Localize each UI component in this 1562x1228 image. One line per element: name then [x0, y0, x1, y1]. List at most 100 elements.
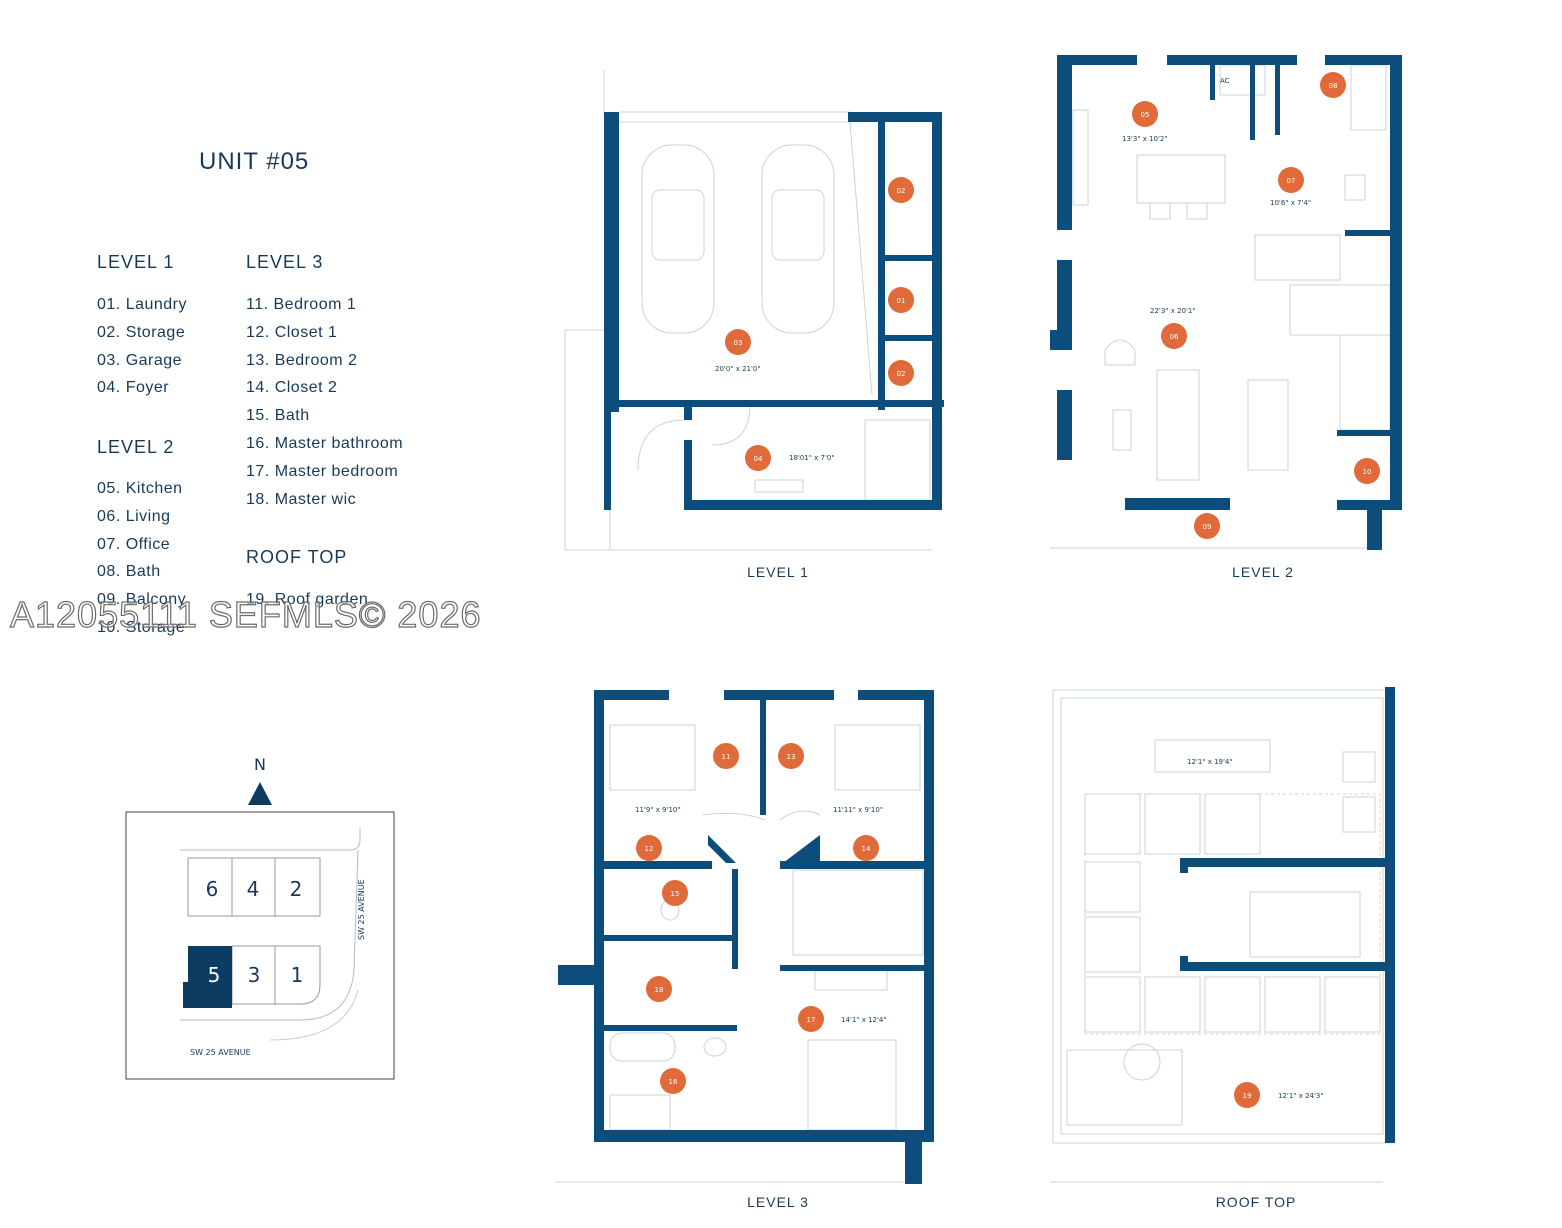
room-marker-label: 04 [754, 455, 763, 463]
site-plan: N 6 4 2 5 3 1 SW 25 AVENUE SW 25 AVENUE [125, 755, 395, 1080]
room-marker-label: 07 [1287, 177, 1296, 185]
level1-label: LEVEL 1 [747, 564, 809, 580]
legend-item: 12. Closet 1 [246, 323, 338, 341]
room-dimension: 10'6" x 7'4" [1270, 199, 1311, 207]
legend-item: 06. Living [97, 507, 171, 525]
legend-item: 03. Garage [97, 351, 183, 369]
room-marker-label: 05 [1141, 111, 1150, 119]
legend-level3-heading: LEVEL 3 [246, 252, 324, 272]
room-marker [1278, 167, 1304, 193]
legend-roof-list: 19. Roof garden [246, 589, 368, 617]
legend-item: 19. Roof garden [246, 591, 369, 608]
room-marker-label: 18 [655, 986, 664, 994]
site-unit-label: 2 [290, 877, 303, 901]
site-unit-6 [187, 857, 233, 917]
site-unit-label: 1 [291, 963, 304, 987]
legend-level2-heading: LEVEL 2 [97, 437, 175, 457]
street-label-south: SW 25 AVENUE [190, 1048, 251, 1057]
room-marker-label: 03 [734, 339, 743, 347]
legend-item: 01. Laundry [97, 296, 188, 313]
site-unit-label: 3 [248, 963, 261, 987]
room-marker-label: 14 [862, 845, 871, 853]
room-marker [853, 835, 879, 861]
level2-label: LEVEL 2 [1232, 564, 1294, 580]
room-marker [713, 743, 739, 769]
room-marker [636, 835, 662, 861]
room-marker-label: 02 [897, 370, 906, 378]
north-arrow-icon [248, 782, 272, 805]
room-marker [1194, 513, 1220, 539]
site-unit-5-highlight [188, 946, 232, 1008]
site-unit-label: 6 [206, 877, 219, 901]
room-marker [745, 445, 771, 471]
site-unit-4 [231, 857, 276, 917]
room-marker-label: 17 [807, 1016, 816, 1024]
room-marker-label: 06 [1170, 333, 1179, 341]
room-dimension: 22'3" x 20'1" [1150, 307, 1196, 315]
room-marker-label: 10 [1363, 468, 1372, 476]
unit-title: UNIT #05 [199, 148, 310, 175]
level3-label: LEVEL 3 [747, 1194, 809, 1210]
site-unit-1 [274, 945, 321, 1005]
room-marker-label: 12 [645, 845, 654, 853]
legend-item: 09. Balcony [97, 591, 187, 609]
legend-item: 11. Bedroom 1 [246, 296, 357, 313]
room-dimension: 14'1" x 12'4" [841, 1016, 887, 1024]
room-marker-label: 19 [1243, 1092, 1252, 1100]
legend-item: 17. Master bedroom [246, 462, 399, 480]
room-dimension: 11'11" x 9'10" [833, 806, 883, 814]
mls-watermark: A12055111 SEFMLS© 2026 [9, 593, 482, 635]
street-label-east: SW 25 AVENUE [357, 879, 366, 940]
room-marker-label: 16 [669, 1078, 678, 1086]
legend-level1-list: 01. Laundry 02. Storage 03. Garage 04. F… [97, 294, 187, 405]
room-marker [660, 1068, 686, 1094]
room-dimension: 11'9" x 9'10" [635, 806, 681, 814]
room-dimension: 13'3" x 10'2" [1122, 135, 1168, 143]
site-unit-2 [274, 857, 321, 917]
room-marker-label: 11 [722, 753, 731, 761]
room-marker [662, 880, 688, 906]
room-marker [1354, 458, 1380, 484]
legend-item: 08. Bath [97, 563, 161, 581]
room-marker [798, 1006, 824, 1032]
room-dimension: 12'1" x 24'3" [1278, 1092, 1324, 1100]
room-marker-label: 02 [897, 187, 906, 195]
legend-level3-list: 11. Bedroom 1 12. Closet 1 13. Bedroom 2… [246, 294, 403, 516]
room-marker [888, 287, 914, 313]
legend-item: 15. Bath [246, 407, 310, 425]
room-marker [1132, 101, 1158, 127]
room-marker-label: 09 [1203, 523, 1212, 531]
legend-item: 18. Master wic [246, 490, 357, 508]
room-marker [1161, 323, 1187, 349]
room-marker [1234, 1082, 1260, 1108]
legend-level2-list: 05. Kitchen 06. Living 07. Office 08. Ba… [97, 478, 186, 645]
legend-item: 07. Office [97, 535, 171, 553]
room-dimension: 12'1" x 19'4" [1187, 758, 1233, 766]
legend-item: 16. Master bathroom [246, 434, 404, 452]
legend-roof-heading: ROOF TOP [246, 547, 348, 567]
north-label: N [254, 755, 266, 774]
room-marker [1320, 72, 1346, 98]
legend-item: 04. Foyer [97, 379, 170, 397]
legend-level1-heading: LEVEL 1 [97, 252, 175, 272]
room-marker-label: 01 [897, 297, 906, 305]
legend-item: 14. Closet 2 [246, 379, 338, 397]
ac-label: AC [1220, 77, 1230, 85]
legend-item: 10. Storage [97, 618, 186, 636]
site-unit-label: 5 [208, 963, 221, 987]
room-dimension: 18'01" x 7'0" [789, 454, 835, 462]
level3-floorplan: 11 13 12 14 15 18 17 16 11'9" x 9'10" 11… [555, 690, 934, 1184]
legend-item: 13. Bedroom 2 [246, 351, 358, 369]
legend-item: 02. Storage [97, 323, 186, 341]
room-marker [646, 976, 672, 1002]
room-marker [778, 743, 804, 769]
level2-floorplan: AC 05 08 07 06 10 09 13'3" x 10'2" 10'6"… [1050, 55, 1402, 550]
room-marker-label: 15 [671, 890, 680, 898]
room-marker-label: 08 [1329, 82, 1338, 90]
room-marker [725, 329, 751, 355]
room-marker-label: 13 [787, 753, 796, 761]
level1-floorplan: 02 01 02 03 04 20'0" x 21'0" 18'01" x 7'… [564, 70, 944, 551]
site-unit-label: 4 [247, 877, 260, 901]
legend-item: 05. Kitchen [97, 480, 183, 497]
room-marker [888, 360, 914, 386]
